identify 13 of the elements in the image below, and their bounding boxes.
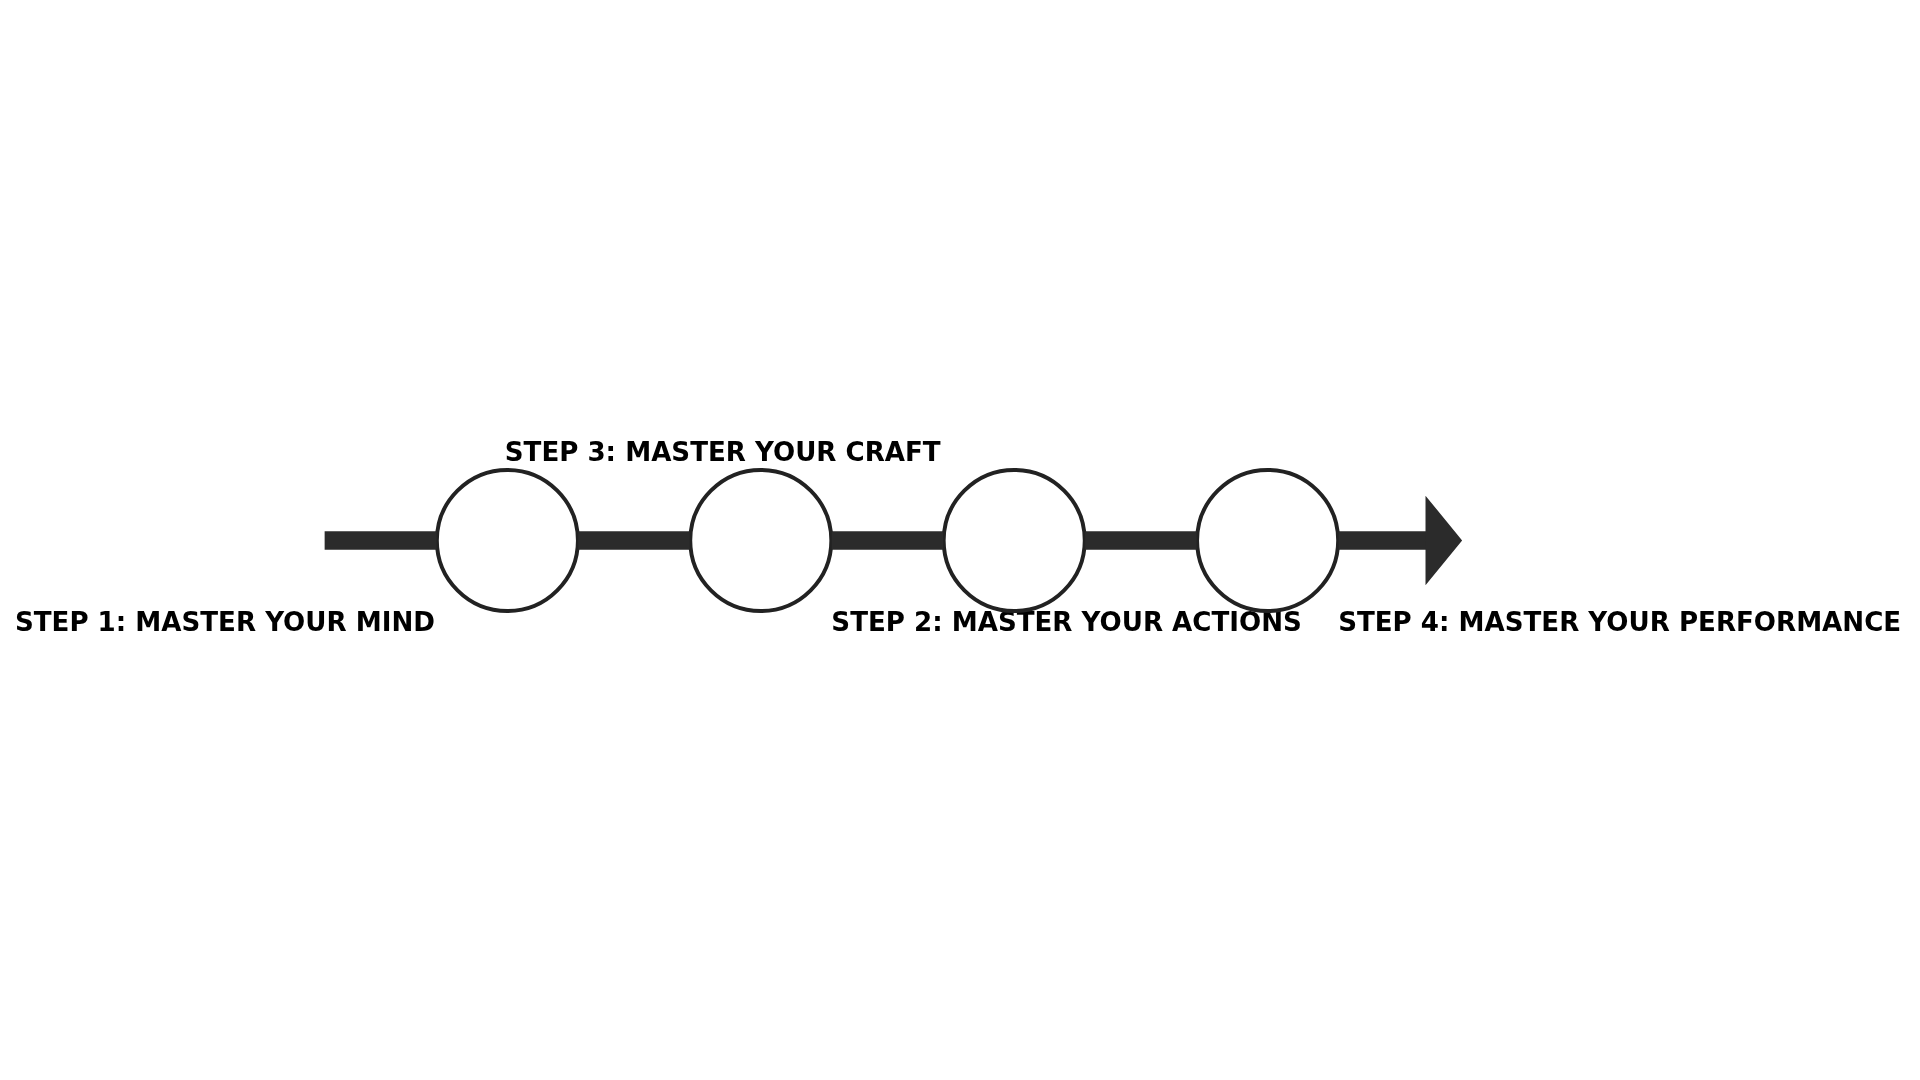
node-label: STEP 2: MASTER YOUR ACTIONS	[831, 606, 1302, 637]
node-label: STEP 3: MASTER YOUR CRAFT	[504, 436, 941, 467]
node-circle	[434, 467, 580, 613]
connector	[324, 530, 437, 550]
connector	[578, 530, 690, 550]
connector	[831, 530, 944, 550]
node-label: STEP 4: MASTER YOUR PERFORMANCE	[1338, 606, 1902, 637]
node-circle	[941, 467, 1087, 613]
node-circle	[1195, 467, 1341, 613]
node-circle	[688, 467, 834, 613]
arrow	[1338, 495, 1463, 585]
connector	[1085, 530, 1197, 550]
node-label: STEP 1: MASTER YOUR MIND	[14, 606, 435, 637]
